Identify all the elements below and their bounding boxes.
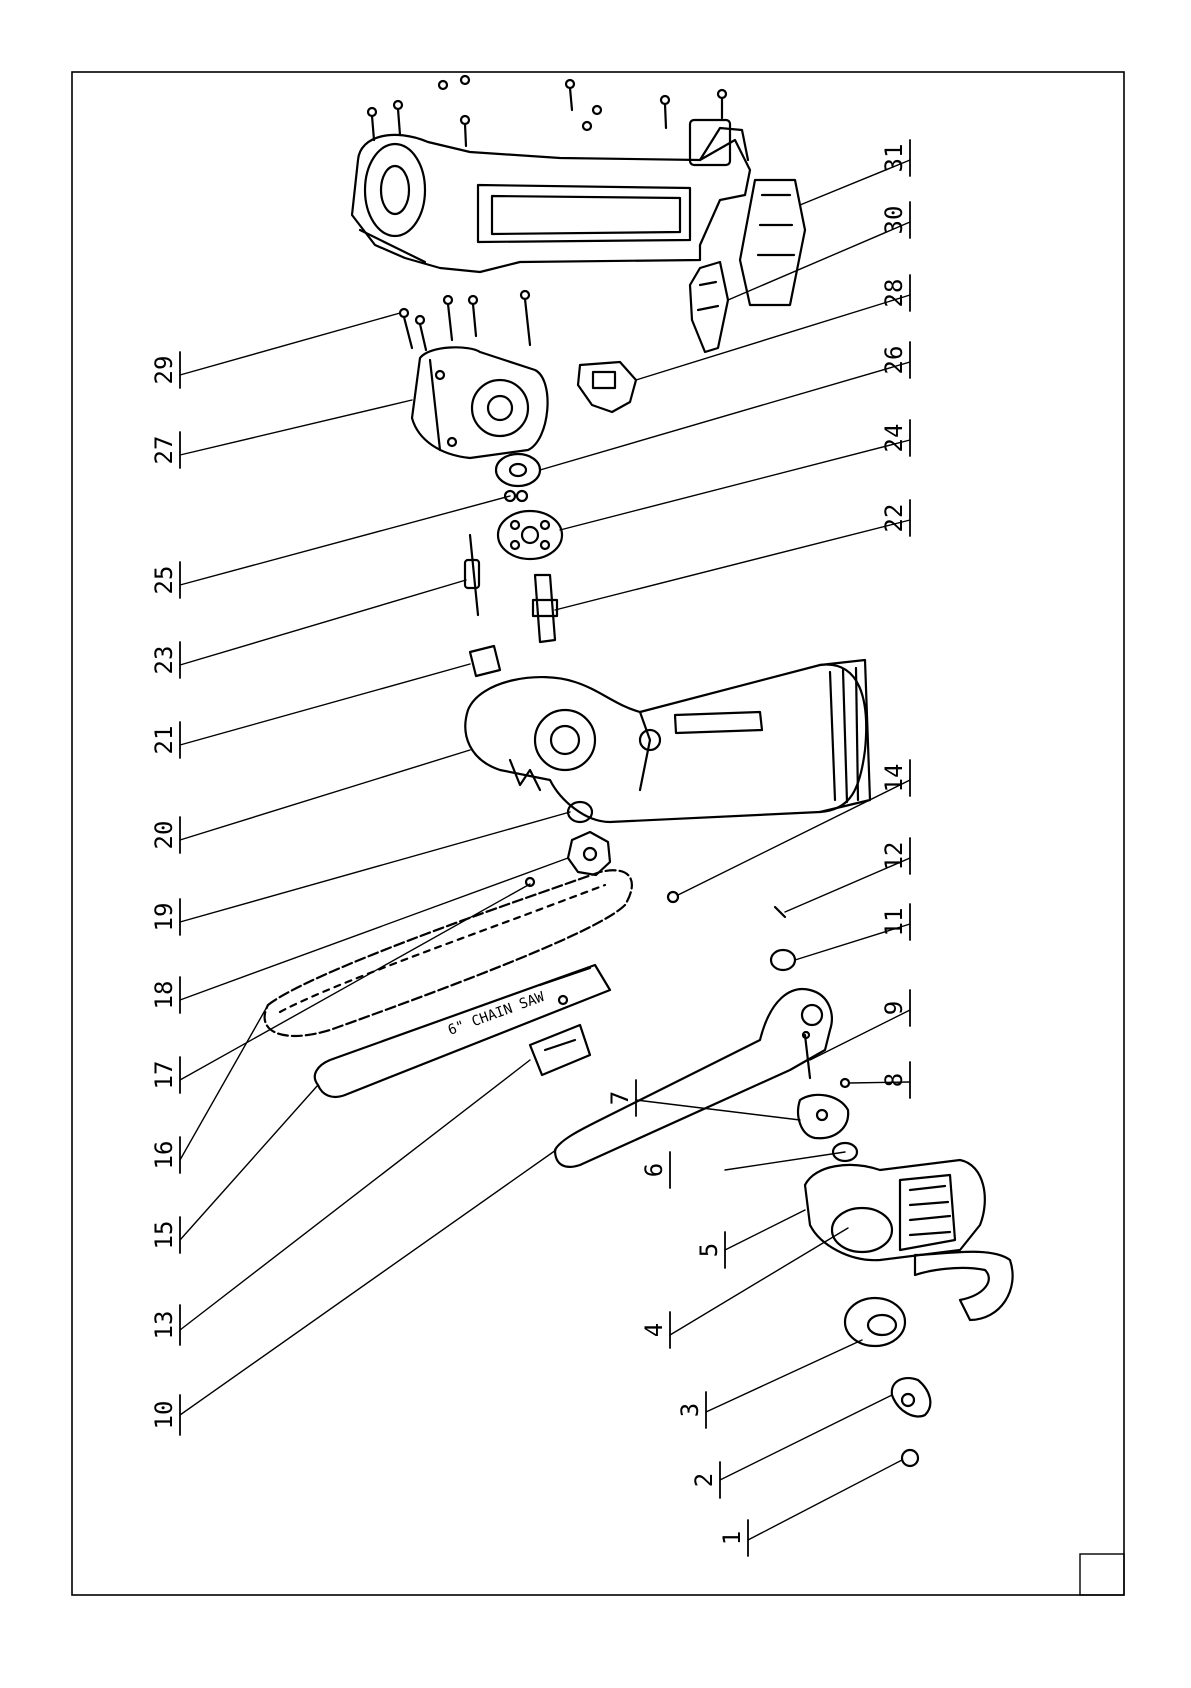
trigger-switch (690, 262, 728, 352)
motor (412, 347, 548, 458)
bar-plate-13 (530, 1025, 590, 1075)
part-label-16: 16 (150, 1141, 178, 1170)
part-label-8: 8 (880, 1073, 908, 1087)
tensioner-7 (798, 1095, 848, 1138)
label-underlines (180, 140, 910, 1556)
part-label-17: 17 (150, 1061, 178, 1090)
pin-23 (465, 535, 479, 615)
part-label-11: 11 (880, 908, 908, 937)
part-label-23: 23 (150, 646, 178, 675)
saw-chain (265, 870, 632, 1036)
knob-4 (845, 1298, 905, 1346)
sprocket-18 (568, 832, 610, 875)
sheet-frame (72, 72, 1124, 1595)
part-label-22: 22 (880, 504, 908, 533)
part-label-5: 5 (695, 1243, 723, 1257)
part-label-25: 25 (150, 566, 178, 595)
part-label-3: 3 (676, 1403, 704, 1417)
part-label-7: 7 (606, 1091, 634, 1105)
part-label-14: 14 (880, 764, 908, 793)
part-label-2: 2 (690, 1473, 718, 1487)
part-label-9: 9 (880, 1001, 908, 1015)
part-label-29: 29 (150, 356, 178, 385)
part-label-27: 27 (150, 436, 178, 465)
shaft-22 (533, 575, 557, 642)
part-label-12: 12 (880, 842, 908, 871)
bearing-26 (496, 454, 540, 486)
switch-module (578, 362, 636, 412)
guard-cover (805, 1160, 1013, 1320)
part-number-labels: 1234567891011121314151617181920212223242… (150, 144, 908, 1546)
part-label-26: 26 (880, 346, 908, 375)
part-label-18: 18 (150, 981, 178, 1010)
side-handle (555, 989, 832, 1167)
title-block-box (1080, 1554, 1124, 1595)
rivet-14 (668, 892, 678, 902)
part-label-21: 21 (150, 726, 178, 755)
part-label-24: 24 (880, 424, 908, 453)
part-label-13: 13 (150, 1311, 178, 1340)
part-label-19: 19 (150, 903, 178, 932)
housing-screws (368, 76, 726, 146)
motor-screws (400, 291, 530, 350)
part-label-20: 20 (150, 821, 178, 850)
gear-24 (498, 511, 562, 559)
battery-terminal-block (740, 180, 805, 305)
nut-1 (902, 1450, 918, 1466)
main-housing (465, 660, 870, 822)
screw-8 (841, 1079, 849, 1087)
leader-lines (180, 160, 910, 1540)
part-label-28: 28 (880, 279, 908, 308)
bolt-9 (803, 1032, 810, 1078)
part-label-1: 1 (718, 1531, 746, 1545)
part-label-4: 4 (640, 1323, 668, 1337)
knob-3 (892, 1378, 931, 1416)
part-label-6: 6 (640, 1163, 668, 1177)
plate-21 (470, 646, 500, 676)
part-label-31: 31 (880, 144, 908, 173)
part-label-10: 10 (150, 1401, 178, 1430)
nut-11 (771, 950, 795, 970)
rear-handle-housing (352, 120, 750, 272)
part-label-15: 15 (150, 1221, 178, 1250)
part-label-30: 30 (880, 206, 908, 235)
pin-12 (775, 907, 785, 917)
